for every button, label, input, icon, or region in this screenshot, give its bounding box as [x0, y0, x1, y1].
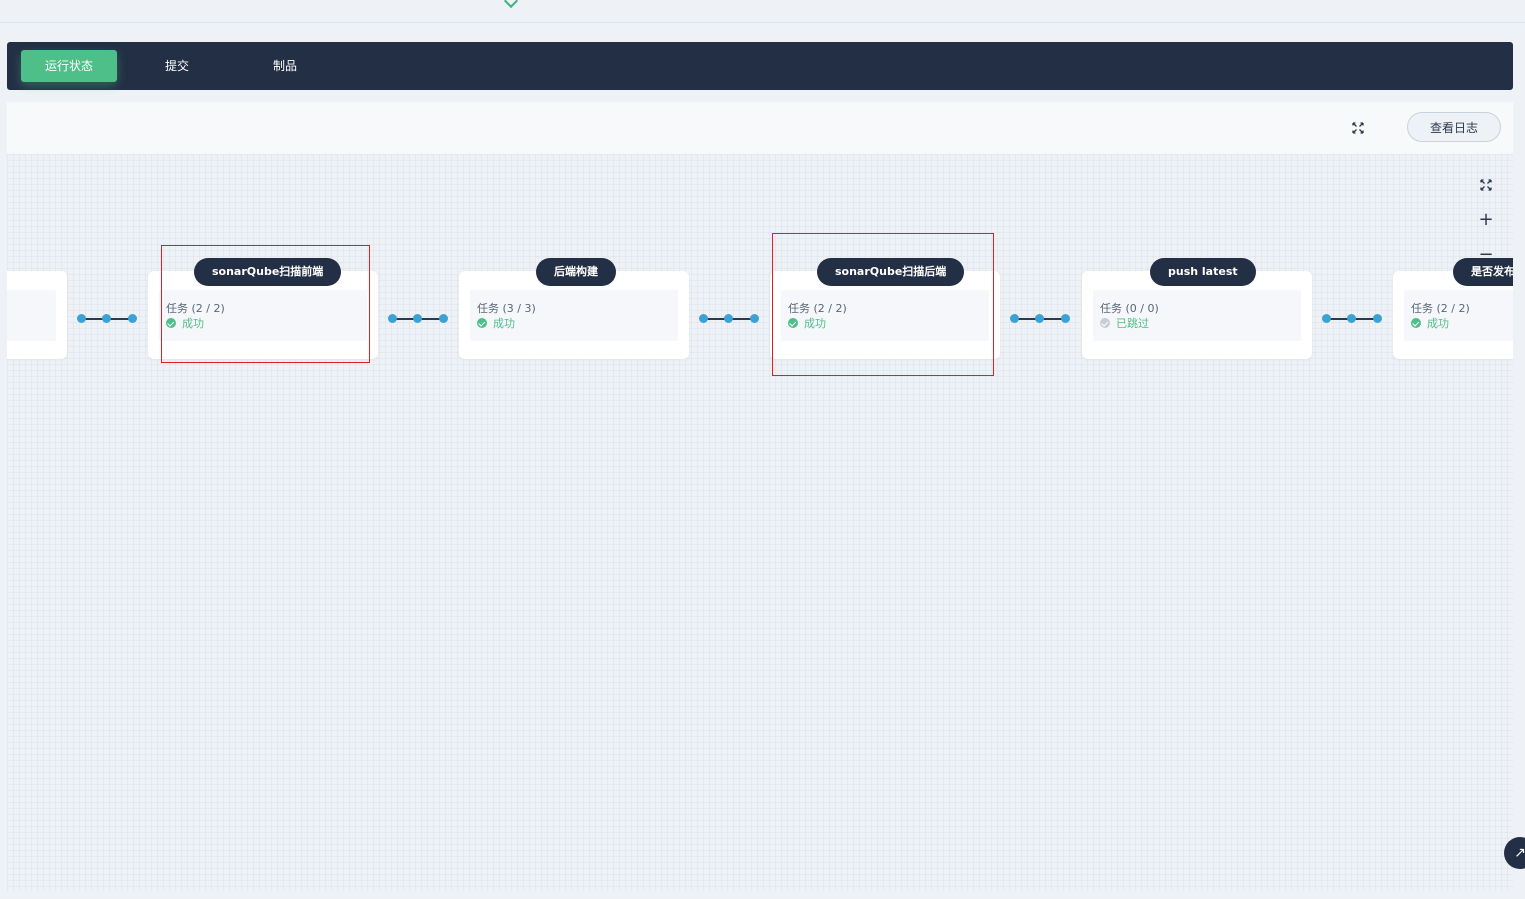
stage-task-count: 任务 (2 / 2) — [1411, 302, 1470, 315]
tab-commits[interactable]: 提交 — [164, 59, 189, 73]
success-icon — [166, 318, 176, 328]
success-icon — [477, 318, 487, 328]
stage-title[interactable]: 后端构建 — [536, 258, 616, 286]
zoom-in-button[interactable]: + — [1478, 209, 1494, 230]
stage-task-count: 任务 (0 / 0) — [1100, 302, 1159, 315]
stage-card-partial[interactable] — [7, 271, 67, 359]
stage-card-body: 任务 (0 / 0) 已跳过 — [1093, 290, 1301, 341]
stage-card-body — [7, 290, 56, 341]
stage-status: 成功 — [477, 318, 515, 330]
skipped-icon — [1100, 318, 1110, 328]
fullscreen-icon[interactable] — [1351, 120, 1365, 134]
back-to-top-icon[interactable]: ↗ — [1504, 837, 1525, 869]
tab-run-status[interactable]: 运行状态 — [21, 50, 117, 82]
stage-card[interactable]: 任务 (2 / 2) 成功 — [770, 271, 1000, 359]
stage-card[interactable]: 任务 (3 / 3) 成功 — [459, 271, 689, 359]
stage-card-body: 任务 (2 / 2) 成功 — [1404, 290, 1513, 341]
stage-title[interactable]: 是否发布 — [1453, 258, 1513, 286]
stage-card-body: 任务 (2 / 2) 成功 — [159, 290, 367, 341]
stage-title[interactable]: sonarQube扫描后端 — [817, 258, 965, 286]
stage-connector — [388, 314, 448, 324]
stage-status: 成功 — [1411, 318, 1449, 330]
stage-card-body: 任务 (2 / 2) 成功 — [781, 290, 989, 341]
stage-connector — [1322, 314, 1382, 324]
fit-view-icon[interactable] — [1471, 174, 1501, 196]
canvas-toolbar — [7, 102, 1513, 154]
stage-status: 成功 — [788, 318, 826, 330]
stage-connector — [1010, 314, 1070, 324]
tab-artifacts[interactable]: 制品 — [272, 59, 297, 73]
view-log-button[interactable]: 查看日志 — [1407, 112, 1501, 142]
stage-card-body: 任务 (3 / 3) 成功 — [470, 290, 678, 341]
stage-title[interactable]: sonarQube扫描前端 — [194, 258, 342, 286]
top-header-strip — [0, 0, 1525, 23]
stage-status: 成功 — [166, 318, 204, 330]
stage-task-count: 任务 (2 / 2) — [166, 302, 225, 315]
pipeline-canvas[interactable]: 任务 (2 / 2) 成功 sonarQube扫描前端 任务 (3 / 3) 成… — [7, 154, 1513, 891]
stage-connector — [699, 314, 759, 324]
stage-connector — [77, 314, 137, 324]
stage-status: 已跳过 — [1100, 318, 1149, 330]
tab-bar: 运行状态 提交 制品 — [7, 42, 1513, 90]
zoom-out-button[interactable]: − — [1478, 244, 1494, 265]
stage-title[interactable]: push latest — [1150, 258, 1256, 286]
stage-task-count: 任务 (2 / 2) — [788, 302, 847, 315]
stage-task-count: 任务 (3 / 3) — [477, 302, 536, 315]
success-icon — [788, 318, 798, 328]
success-icon — [1411, 318, 1421, 328]
